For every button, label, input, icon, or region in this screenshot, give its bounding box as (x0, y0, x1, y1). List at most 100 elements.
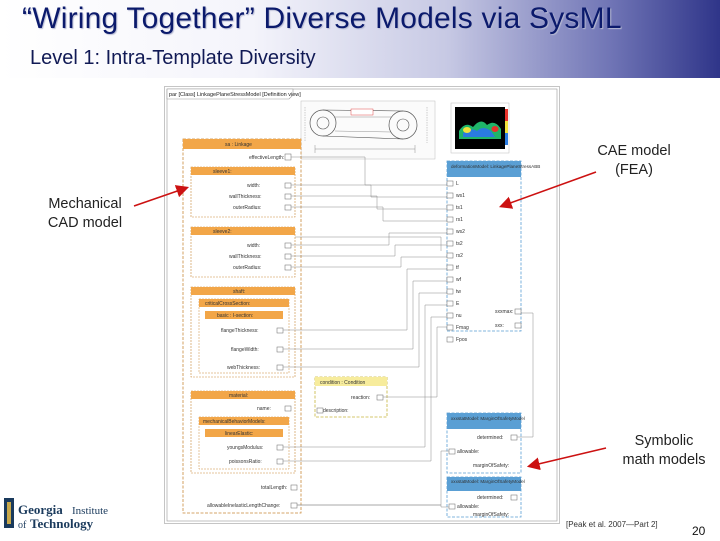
fea-port-label: ws1 (456, 193, 465, 199)
sleeve2-outer-radius: outerRadius: (233, 265, 261, 271)
fea-port-box (446, 228, 454, 235)
linear-elastic-label: linearElastic: (225, 431, 253, 437)
fea-port-label: ws2 (456, 229, 465, 235)
fea-port-label: nu (456, 313, 462, 319)
logo-mark: Georgia Institute of Technology (4, 498, 108, 531)
fea-port-box (446, 180, 454, 187)
condition-block-title: condition : Condition (320, 380, 366, 386)
condition-block: condition : Condition reaction: descript… (314, 376, 388, 418)
fea-port-label: wf (456, 277, 462, 283)
fea-port-box (446, 192, 454, 199)
math1-determined: determined: (477, 435, 503, 441)
poissons-ratio-label: poissonsRatio: (229, 459, 262, 465)
callout-mechanical-line2: CAD model (47, 215, 123, 231)
fea-port-label: tw (456, 289, 461, 295)
sleeve1-title: sleeve1: (213, 169, 232, 175)
callout-cae-line2: (FEA) (615, 162, 653, 178)
fea-port-label: ts2 (456, 241, 463, 247)
fea-port-box (446, 276, 454, 283)
total-length-label: totalLength: (261, 485, 287, 491)
linkage-block: sa : Linkage effectiveLength: sleeve1: w… (182, 138, 302, 514)
svg-text:Georgia: Georgia (18, 502, 63, 517)
fea-port-box (446, 312, 454, 319)
math1-margin: marginOfSafety: (473, 463, 509, 469)
fea-port-label: E (456, 301, 460, 307)
youngs-modulus-label: youngsModulus: (227, 445, 263, 451)
callout-mechanical-cad: Mechanical CAD model (30, 195, 140, 233)
fea-block-title: deformationModel: LinkagePlaneStressABB (451, 164, 540, 169)
callout-symbolic-math: Symbolic math models (610, 432, 718, 470)
svg-text:Technology: Technology (30, 516, 94, 531)
svg-text:of: of (18, 520, 27, 531)
fea-port-box (446, 252, 454, 259)
sysml-parametric-diagram: par [Class] LinkagePlaneStressModel [Def… (164, 86, 560, 524)
material-title: material: (229, 393, 248, 399)
math-block-2-title: xxxstatModel: MarginOfSafetyModel (451, 479, 525, 484)
math1-allowable: allowable: (457, 449, 479, 455)
fea-port-label: rs2 (456, 253, 463, 259)
slide-subtitle: Level 1: Intra-Template Diversity (30, 47, 316, 69)
math-block-1-title: xxxstatModel: MarginOfSafetyModel (451, 416, 525, 421)
fea-port-box (446, 204, 454, 211)
fea-contour-image (450, 102, 510, 154)
effective-length-label: effectiveLength: (249, 155, 284, 161)
diagram-frame (166, 88, 558, 522)
sleeve1-wall-thickness: wallThickness: (229, 194, 262, 200)
shaft-title: shaft: (233, 289, 245, 295)
fea-block: deformationModel: LinkagePlaneStressABB … (446, 160, 540, 343)
binding-connectors (283, 156, 534, 508)
condition-reaction-label: reaction: (351, 395, 370, 401)
fea-port-label: rs1 (456, 217, 463, 223)
svg-text:Institute: Institute (72, 505, 108, 517)
flange-thickness-label: flangeThickness: (221, 328, 259, 334)
fea-port-label: tf (456, 265, 459, 271)
page-number: 20 (692, 524, 706, 538)
georgia-tech-logo: Georgia Institute of Technology (4, 494, 120, 536)
fea-port-box (446, 240, 454, 247)
diagram-canvas: par [Class] LinkagePlaneStressModel [Def… (166, 88, 558, 522)
web-thickness-label: webThickness: (227, 365, 260, 371)
callout-mechanical-line1: Mechanical (48, 196, 122, 212)
callout-cae-line1: CAE model (597, 143, 671, 159)
sleeve2-title: sleeve2: (213, 229, 232, 235)
diagram-frame-tab (166, 88, 294, 100)
sleeve1-width: width: (247, 183, 260, 189)
math2-determined: determined: (477, 495, 503, 501)
sleeve1-outer-radius: outerRadius: (233, 205, 261, 211)
callout-symbolic-line1: Symbolic (634, 433, 694, 449)
basic-section-label: basic : I-section: (217, 313, 253, 319)
fea-port-label: Fmag (456, 325, 469, 331)
allowable-length-change-label: allowableInelasticLengthChange: (207, 503, 280, 509)
sleeve2-wall-thickness: wallThickness: (229, 254, 262, 260)
fea-port-box (446, 216, 454, 223)
flange-width-label: flangeWidth: (231, 347, 259, 353)
fea-port-label: Fpos (456, 337, 468, 343)
callout-symbolic-line2: math models (622, 452, 706, 468)
linkage-block-title: sa : Linkage (225, 142, 252, 148)
diagram-header-text: par [Class] LinkagePlaneStressModel [Def… (169, 92, 301, 98)
fea-port-label: L (456, 181, 459, 187)
fea-port-box (446, 336, 454, 343)
critical-cross-section-label: criticalCrossSection: (205, 301, 250, 307)
fea-port-box (446, 288, 454, 295)
fea-output-1: sxxmax: (495, 309, 513, 315)
sleeve2-width: width: (247, 243, 260, 249)
math-block-2: xxxstatModel: MarginOfSafetyModel determ… (446, 476, 525, 518)
fea-output-2: sxx: (495, 323, 504, 329)
citation: [Peak et al. 2007—Part 2] (566, 520, 658, 529)
cad-linkage-drawing (300, 100, 436, 160)
callout-cae-model: CAE model (FEA) (586, 142, 682, 180)
fea-port-box (446, 300, 454, 307)
slide-title: “Wiring Together” Diverse Models via Sys… (22, 2, 622, 35)
fea-port-box (446, 324, 454, 331)
material-name-label: name: (257, 406, 271, 412)
condition-description-label: description: (323, 408, 349, 414)
fea-port-label: ts1 (456, 205, 463, 211)
title-band (0, 0, 720, 78)
math2-margin: marginOfSafety: (473, 512, 509, 518)
mechanical-behavior-label: mechanicalBehaviorModels: (203, 419, 266, 425)
fea-port-box (446, 264, 454, 271)
math-block-1: xxxstatModel: MarginOfSafetyModel determ… (446, 412, 525, 474)
math2-allowable: allowable: (457, 504, 479, 510)
